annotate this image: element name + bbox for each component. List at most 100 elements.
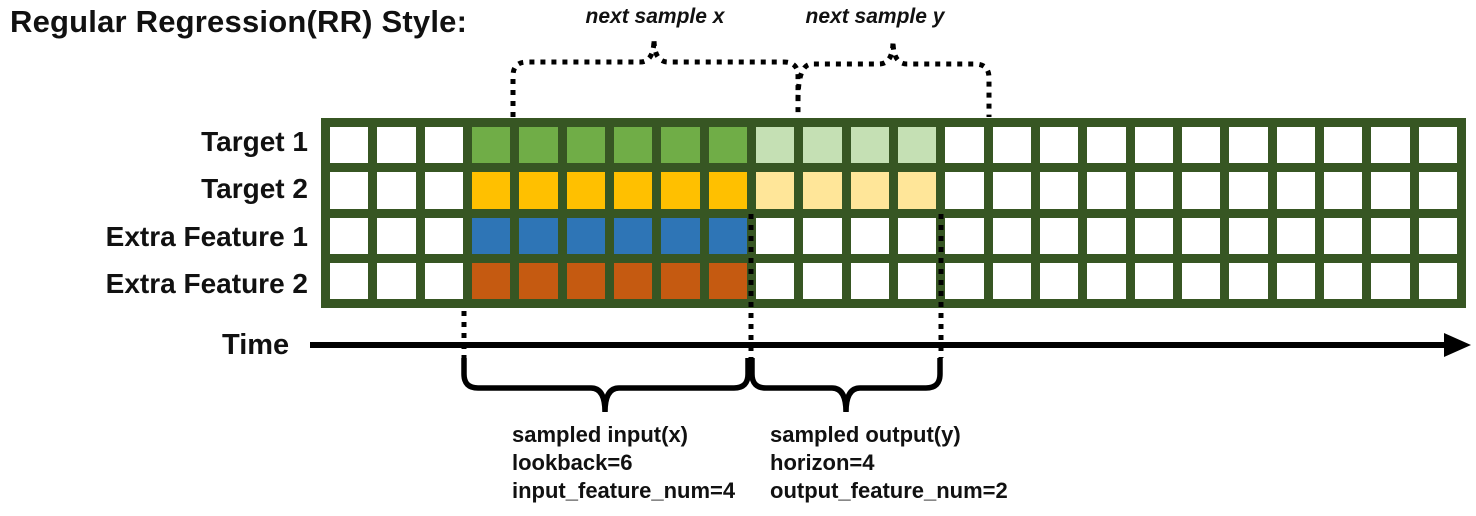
- grid-cell: [1039, 217, 1079, 254]
- next-sample-y-brace: [795, 40, 992, 117]
- grid-cell: [613, 127, 653, 164]
- grid-cell: [850, 127, 889, 164]
- next-sample-y-label: next sample y: [805, 5, 945, 28]
- grid-cell: [471, 172, 511, 209]
- grid-cell: [1087, 127, 1126, 164]
- grid-cell: [377, 127, 416, 164]
- next-sample-x-brace: [510, 38, 801, 117]
- grid-cell: [1371, 172, 1410, 209]
- grid-cell: [661, 217, 700, 254]
- grid-cell: [1371, 262, 1410, 299]
- grid-cell: [613, 262, 653, 299]
- grid-cell: [1276, 217, 1315, 254]
- grid-cell: [1418, 262, 1457, 299]
- grid-cell: [755, 262, 795, 299]
- grid-cell: [1134, 217, 1173, 254]
- grid-cell: [992, 217, 1031, 254]
- grid-cell: [330, 172, 369, 209]
- grid-cell: [850, 217, 889, 254]
- grid-cell: [377, 217, 416, 254]
- grid-cell: [803, 127, 842, 164]
- grid-cell: [1323, 217, 1363, 254]
- grid-cell: [1181, 217, 1221, 254]
- grid-cell: [897, 262, 937, 299]
- grid-cell: [1323, 262, 1363, 299]
- grid-cell: [1418, 172, 1457, 209]
- grid-cell: [708, 262, 747, 299]
- grid-cell: [1323, 127, 1363, 164]
- grid-cell: [945, 127, 984, 164]
- grid-cell: [1039, 127, 1079, 164]
- grid-cell: [1181, 172, 1221, 209]
- grid-cell: [330, 217, 369, 254]
- lookback-value: lookback=6: [512, 450, 633, 475]
- sampled-output-annotation: sampled output(y) horizon=4 output_featu…: [770, 421, 1008, 505]
- grid-cell: [1418, 127, 1457, 164]
- grid-cell: [424, 172, 463, 209]
- grid-cell: [424, 217, 463, 254]
- grid-cell: [755, 217, 795, 254]
- grid-cell: [1134, 172, 1173, 209]
- grid-cell: [992, 262, 1031, 299]
- grid-cell: [330, 262, 369, 299]
- grid-cell: [1134, 262, 1173, 299]
- time-arrow-head: [1444, 333, 1471, 357]
- output-feature-num-value: output_feature_num=2: [770, 478, 1008, 503]
- grid-cell: [1276, 172, 1315, 209]
- grid-cell: [897, 127, 937, 164]
- grid-cell: [661, 262, 700, 299]
- grid-cell: [992, 127, 1031, 164]
- grid-cell: [1418, 217, 1457, 254]
- grid-cell: [613, 217, 653, 254]
- grid-cell: [803, 262, 842, 299]
- grid-cell: [1181, 262, 1221, 299]
- grid-cell: [1181, 127, 1221, 164]
- grid-cell: [755, 127, 795, 164]
- next-sample-x-label: next sample x: [585, 5, 725, 28]
- row-label-target-1: Target 1: [201, 125, 308, 157]
- sampled-output-brace: [749, 358, 943, 413]
- grid-cell: [803, 217, 842, 254]
- grid-cell: [471, 127, 511, 164]
- grid-cell: [330, 127, 369, 164]
- diagram-title: Regular Regression(RR) Style:: [10, 4, 468, 39]
- grid-cell: [424, 127, 463, 164]
- sample-grid: [321, 118, 1466, 308]
- row-labels: Target 1 Target 2 Extra Feature 1 Extra …: [0, 118, 308, 308]
- grid-cell: [1039, 172, 1079, 209]
- row-label-extra-feature-1: Extra Feature 1: [105, 220, 308, 252]
- grid-cell: [897, 217, 937, 254]
- grid-cell: [1371, 217, 1410, 254]
- input-feature-num-value: input_feature_num=4: [512, 478, 736, 503]
- grid-cell: [945, 172, 984, 209]
- grid-cell: [377, 172, 416, 209]
- grid-cell: [566, 262, 605, 299]
- grid-cell: [566, 172, 605, 209]
- sampled-input-brace: [461, 358, 751, 413]
- grid-cell: [708, 172, 747, 209]
- row-label-target-2: Target 2: [201, 173, 308, 205]
- grid-cell: [1229, 172, 1268, 209]
- grid-cell: [377, 262, 416, 299]
- grid-cell: [661, 127, 700, 164]
- grid-cell: [897, 172, 937, 209]
- grid-cell: [519, 127, 558, 164]
- grid-cell: [1276, 262, 1315, 299]
- grid-cell: [755, 172, 795, 209]
- grid-cell: [1229, 217, 1268, 254]
- grid-cell: [471, 217, 511, 254]
- grid-cell: [519, 172, 558, 209]
- sampled-output-title: sampled output(y): [770, 422, 961, 447]
- horizon-value: horizon=4: [770, 450, 875, 475]
- grid-cell: [803, 172, 842, 209]
- grid-cell: [1134, 127, 1173, 164]
- grid-cell: [945, 262, 984, 299]
- grid-cell: [566, 217, 605, 254]
- grid-cell: [519, 262, 558, 299]
- grid-cell: [1323, 172, 1363, 209]
- grid-cell: [613, 172, 653, 209]
- grid-cell: [661, 172, 700, 209]
- sampled-input-title: sampled input(x): [512, 422, 689, 447]
- row-label-extra-feature-2: Extra Feature 2: [105, 268, 308, 300]
